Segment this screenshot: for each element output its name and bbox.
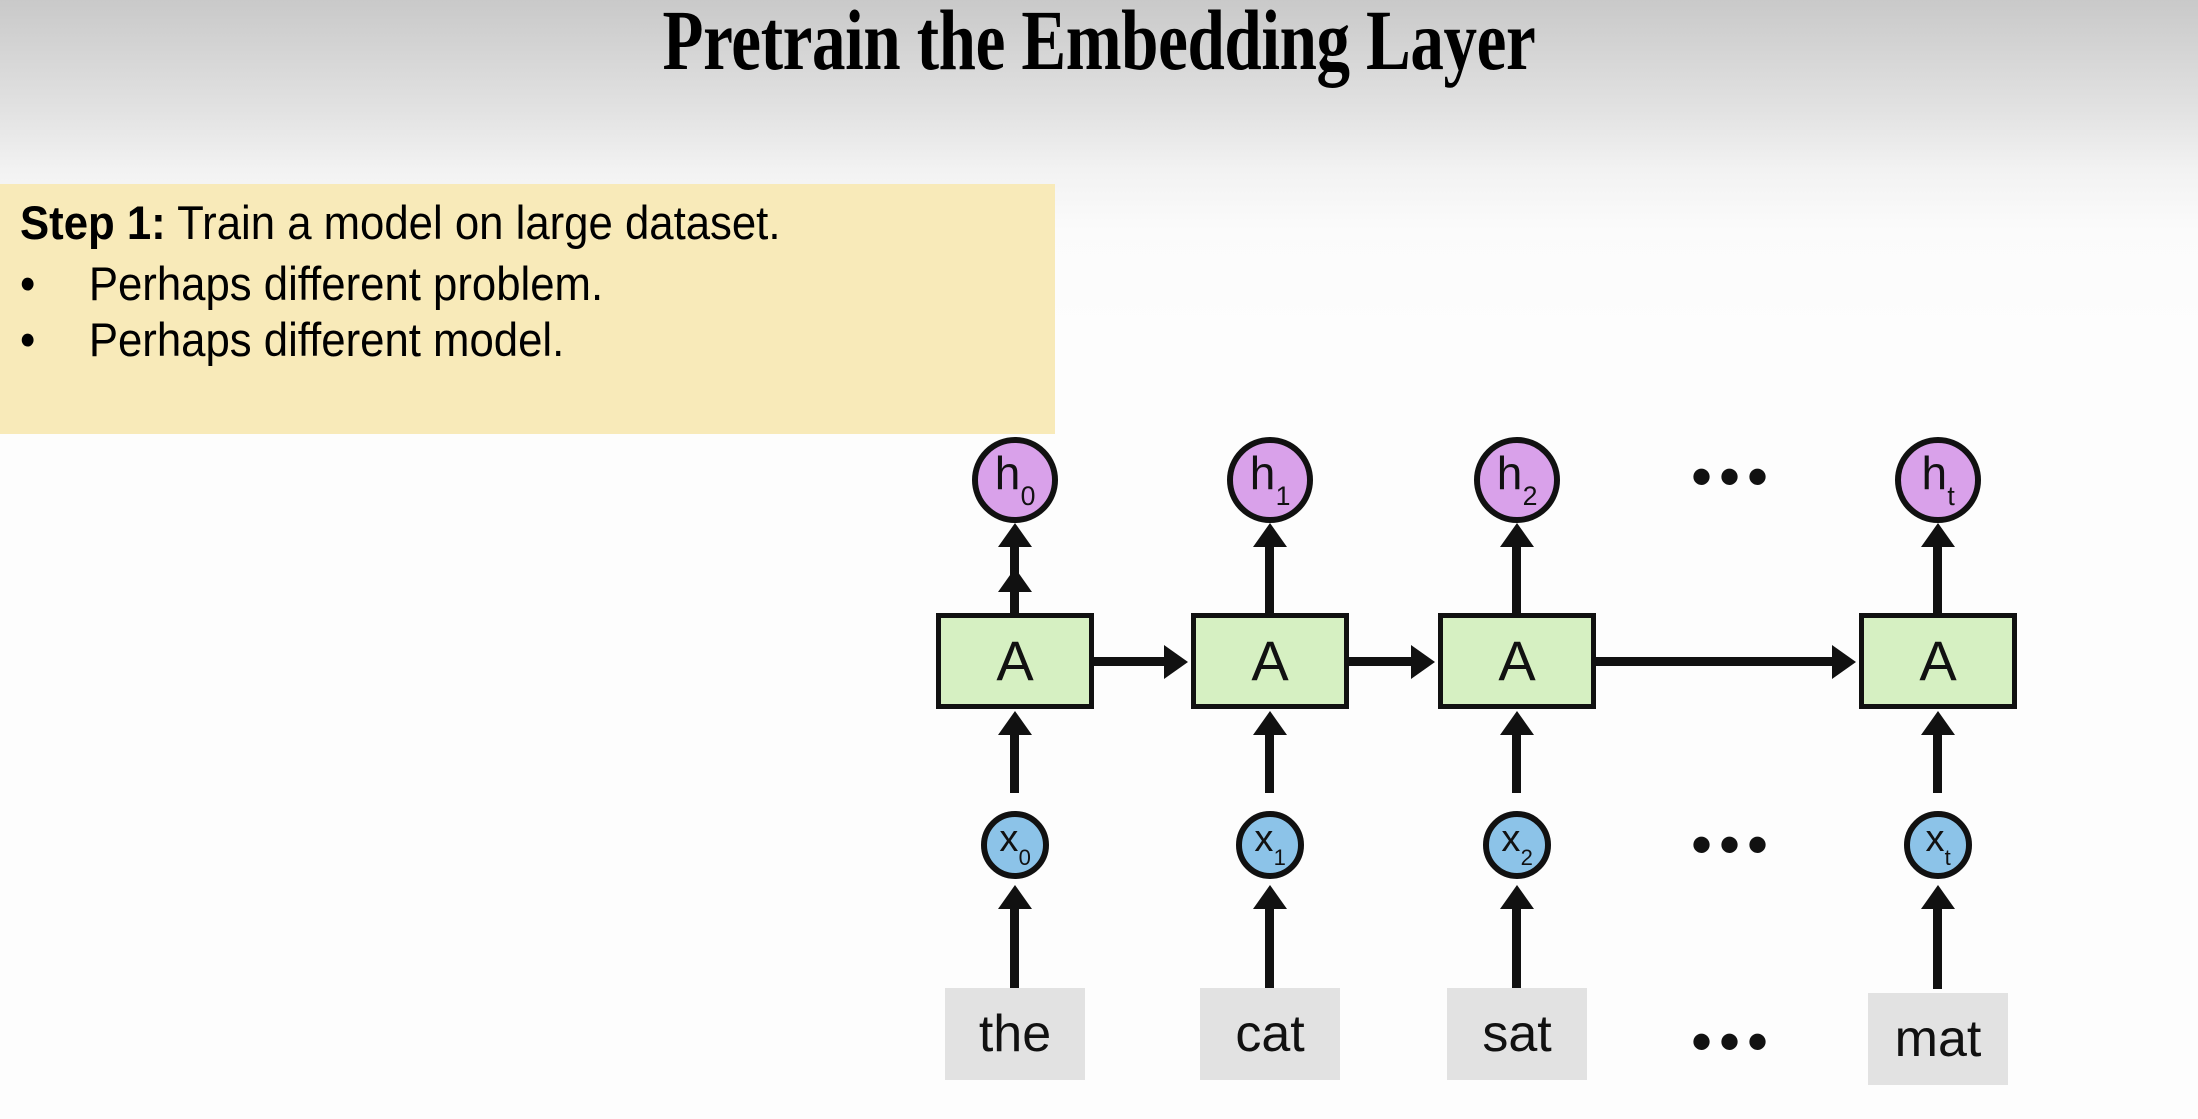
input-node-x1-subscript: 1 — [1273, 844, 1286, 870]
input-node-x2: x2 — [1483, 811, 1551, 879]
rnn-cell-1-label: A — [1251, 629, 1289, 692]
arrow-x0-to-cell-0 — [1010, 733, 1019, 793]
word-box-the: the — [945, 988, 1085, 1080]
word-box-sat: sat — [1447, 988, 1587, 1080]
callout-step-text: Train a model on large dataset. — [165, 196, 781, 249]
callout-bullet-2: • Perhaps different model. — [20, 313, 983, 368]
callout-heading: Step 1: Train a model on large dataset. — [20, 196, 983, 251]
hidden-node-ht-label: ht — [1921, 447, 1955, 512]
rnn-cell-1: A — [1191, 613, 1349, 709]
bullet-dot-icon: • — [20, 313, 36, 367]
input-node-x0: x0 — [981, 811, 1049, 879]
callout-bullet-1: • Perhaps different problem. — [20, 257, 983, 312]
ellipsis-hidden-row: ••• — [1690, 443, 1776, 510]
arrow-x1-to-cell-1 — [1265, 733, 1274, 793]
word-box-cat-label: cat — [1235, 1005, 1305, 1063]
arrow-word-to-x0 — [1010, 907, 1019, 989]
page-title: Pretrain the Embedding Layer — [662, 0, 1536, 88]
input-node-x1-label: x1 — [1254, 818, 1286, 870]
hidden-node-h2-subscript: 2 — [1522, 481, 1538, 512]
callout-bullet-2-text: Perhaps different model. — [88, 313, 565, 367]
rnn-cell-0-label: A — [996, 629, 1034, 692]
callout-step-label: Step 1: — [20, 196, 166, 249]
word-box-mat-label: mat — [1894, 1010, 1982, 1068]
rnn-cell-t: A — [1859, 613, 2017, 709]
input-node-xt: xt — [1904, 811, 1972, 879]
hidden-node-h1-subscript: 1 — [1275, 481, 1291, 512]
hidden-node-ht-subscript: t — [1947, 481, 1955, 512]
input-node-x0-label: x0 — [999, 818, 1031, 870]
rnn-cell-0: A — [936, 613, 1094, 709]
ellipsis-input-row: ••• — [1690, 811, 1776, 878]
hidden-node-h1-label: h1 — [1249, 447, 1291, 512]
arrow-cell-to-hidden-t — [1933, 545, 1942, 613]
input-node-x0-subscript: 0 — [1018, 844, 1031, 870]
arrow-word-to-x2 — [1512, 907, 1521, 989]
arrow-xt-to-cell-t — [1933, 733, 1942, 793]
hidden-node-h0-subscript: 0 — [1020, 481, 1036, 512]
hidden-node-h1: h1 — [1227, 437, 1313, 523]
arrow-word-to-x1 — [1265, 907, 1274, 989]
input-node-x1: x1 — [1236, 811, 1304, 879]
input-node-x2-subscript: 2 — [1520, 844, 1533, 870]
word-box-mat: mat — [1868, 993, 2008, 1085]
hidden-node-h2-label: h2 — [1496, 447, 1538, 512]
recurrent-arrow-0-1 — [1094, 657, 1166, 666]
hidden-node-ht: ht — [1895, 437, 1981, 523]
input-node-xt-subscript: t — [1944, 844, 1951, 870]
hidden-node-h2: h2 — [1474, 437, 1560, 523]
rnn-cell-t-label: A — [1919, 629, 1957, 692]
ellipsis-word-row: ••• — [1690, 1008, 1776, 1075]
word-box-cat: cat — [1200, 988, 1340, 1080]
input-node-x2-label: x2 — [1501, 818, 1533, 870]
bullet-dot-icon: • — [20, 256, 36, 310]
callout-box: Step 1: Train a model on large dataset. … — [0, 184, 1055, 434]
hidden-node-h0: h0 — [972, 437, 1058, 523]
arrow-cell-to-hidden-1 — [1265, 545, 1274, 613]
rnn-cell-2-label: A — [1498, 629, 1536, 692]
arrow-word-to-xt — [1933, 907, 1942, 989]
recurrent-arrow-2-t — [1596, 657, 1834, 666]
word-box-the-label: the — [978, 1005, 1052, 1063]
arrow-cell-to-hidden-2 — [1512, 545, 1521, 613]
word-box-sat-label: sat — [1482, 1005, 1552, 1063]
rnn-cell-2: A — [1438, 613, 1596, 709]
arrow-x2-to-cell-2 — [1512, 733, 1521, 793]
hidden-node-h0-label: h0 — [994, 447, 1036, 512]
callout-bullet-1-text: Perhaps different problem. — [88, 256, 604, 310]
recurrent-arrow-1-2 — [1349, 657, 1413, 666]
input-node-xt-label: xt — [1925, 818, 1951, 870]
